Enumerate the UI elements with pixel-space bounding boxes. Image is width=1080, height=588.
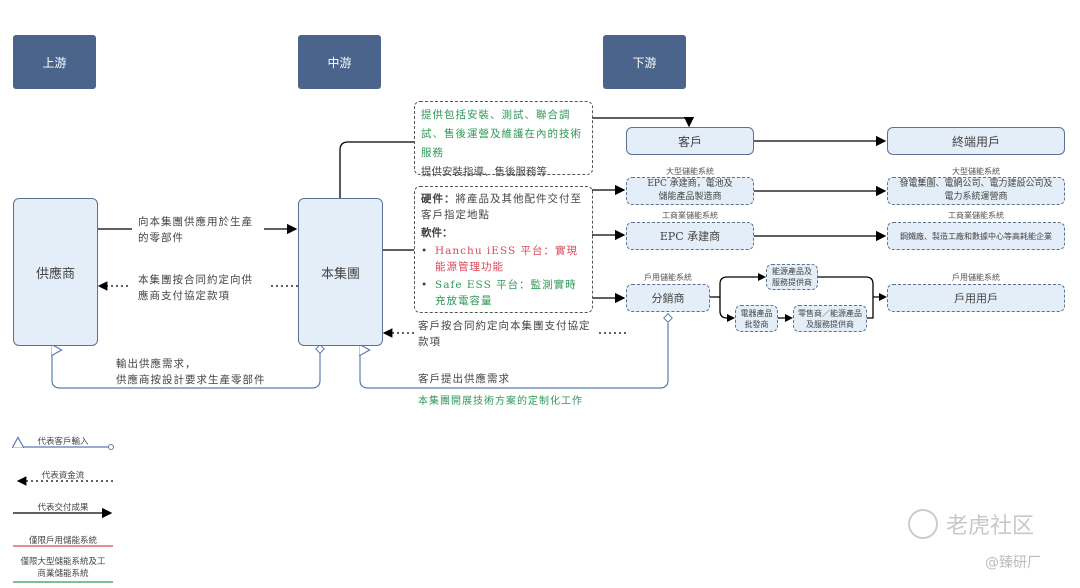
service-customer-arrow [592, 116, 695, 128]
watermark-handle: @臻研厂 [985, 555, 1041, 571]
customer-demand-input [360, 323, 669, 389]
ci-left-node: EPC 承建商 [626, 222, 754, 250]
safe-ess-platform: Safe ESS 平台：監測實時充放電容量 [435, 279, 577, 307]
hardware-text: 將產品及其他配件交付至客戶指定地點 [421, 193, 582, 221]
header-downstream: 下游 [603, 35, 686, 89]
customer-pay-label: 客戶按合同約定向本集團支付協定款項 [418, 320, 591, 348]
legend-money-label: 代表資金流 [41, 471, 85, 481]
pay-supplier-label: 本集團按合同約定向供應商支付協定款項 [138, 274, 253, 302]
custom-solution-label: 本集團開展技術方案的定制化工作 [418, 396, 583, 407]
dist-branch [709, 276, 885, 319]
software-label: 軟件： [421, 227, 453, 239]
large-label-right: 大型儲能系統 [952, 167, 1000, 176]
large-left-node: EPC 承建商，電池及儲能產品製造商 [626, 177, 754, 205]
header-upstream: 上游 [13, 35, 96, 89]
group-service-line [339, 141, 414, 198]
service-black-text: 提供安裝指導、售後服務等 [421, 166, 547, 178]
home-label-left: 戶用儲能系統 [644, 273, 692, 282]
ci-label-left: 工商業儲能系統 [662, 211, 718, 220]
large-label-left: 大型儲能系統 [666, 167, 714, 176]
service-box: 提供包括安裝、測試、聯合調試、售後運營及維護在內的技術服務 提供安裝指導、售後服… [414, 101, 593, 178]
large-right-node: 發電集團、電網公司、電力建設公司及電力系統運營商 [887, 177, 1065, 205]
energy-provider-node: 能源產品及服務提供商 [766, 264, 818, 290]
retailer-node: 零售商／能源產品及服務提供商 [793, 305, 867, 332]
customer-demand-label: 客戶提出供應需求 [418, 373, 510, 385]
customer-node: 客戶 [626, 127, 754, 155]
supplier-demand-input [52, 350, 321, 389]
appliance-wholesaler-node: 電器產品批發商 [735, 305, 778, 332]
ci-right-node: 鋼鐵廠、製造工廠和數據中心等高耗能企業 [887, 222, 1065, 250]
home-label-right: 戶用儲能系統 [952, 273, 1000, 282]
supply-parts-label: 向本集團供應用於生產的零部件 [138, 216, 253, 244]
ci-label-right: 工商業儲能系統 [948, 211, 1004, 220]
hardware-label: 硬件： [421, 193, 456, 205]
service-green-text: 提供包括安裝、測試、聯合調試、售後運營及維護在內的技術服務 [421, 109, 582, 159]
end-user-node: 終端用戶 [887, 127, 1065, 155]
header-midstream: 中游 [298, 35, 381, 89]
hanchu-platform: Hanchu iESS 平台：實現能源管理功能 [435, 245, 578, 273]
demand-output-label: 輸出供應需求， 供應商按設計要求生產零部件 [116, 358, 266, 386]
group-node: 本集團 [298, 198, 383, 346]
delivery-box: 硬件：將產品及其他配件交付至客戶指定地點 軟件： •Hanchu iESS 平台… [414, 186, 593, 313]
legend-large-label: 僅限大型儲能系統及工商業儲能系統 [20, 557, 106, 579]
legend-home-label: 僅限戶用儲能系統 [28, 536, 97, 546]
supplier-node: 供應商 [13, 198, 98, 346]
home-user-node: 戶用用戶 [887, 284, 1065, 312]
legend-input-label: 代表客戶輸入 [37, 437, 89, 447]
watermark: 老虎社区 [908, 508, 1034, 540]
distributor-node: 分銷商 [626, 284, 710, 312]
legend-delivery-label: 代表交付成果 [37, 503, 89, 513]
watermark-brand: 老虎社区 [946, 514, 1035, 539]
tiger-logo-icon [908, 509, 938, 539]
